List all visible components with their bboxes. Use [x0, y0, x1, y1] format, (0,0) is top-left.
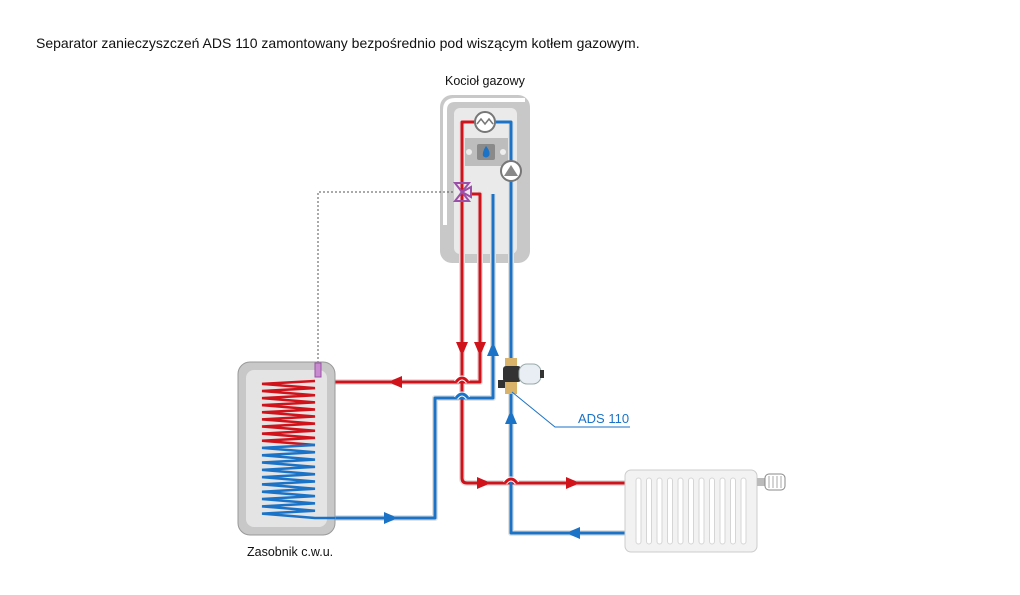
flame-icon: [482, 146, 490, 158]
caption: Separator zanieczyszczeń ADS 110 zamonto…: [36, 35, 640, 51]
radiator-fin: [646, 477, 652, 545]
ads110-separator: [498, 358, 544, 394]
three-way-valve-icon: [452, 182, 472, 202]
radiator-fin: [688, 477, 694, 545]
radiator-fin: [709, 477, 715, 545]
radiator-fin: [740, 477, 747, 545]
radiator-fin: [719, 477, 726, 545]
radiator: [624, 469, 758, 553]
boiler-label: Kocioł gazowy: [445, 74, 526, 88]
thermostatic-valve-icon: [757, 473, 786, 491]
radiator-fin: [656, 477, 663, 545]
supply-pipe-tank: [290, 192, 482, 384]
heat-exchanger-icon: [474, 111, 496, 133]
radiator-fin: [635, 477, 642, 545]
hot-water-tank: [237, 361, 336, 536]
pump-icon: [500, 160, 522, 182]
radiator-fin: [677, 477, 684, 545]
radiator-fin: [730, 477, 736, 545]
ads110-leader-line: [511, 391, 630, 428]
radiator-fin: [667, 477, 673, 545]
tank-label: Zasobnik c.w.u.: [247, 545, 333, 559]
flow-arrows: [384, 342, 580, 539]
supply-pipe-radiator: [460, 120, 625, 485]
sensor-line: [317, 191, 455, 363]
ads110-label: ADS 110: [578, 411, 629, 426]
radiator-fin: [698, 477, 705, 545]
